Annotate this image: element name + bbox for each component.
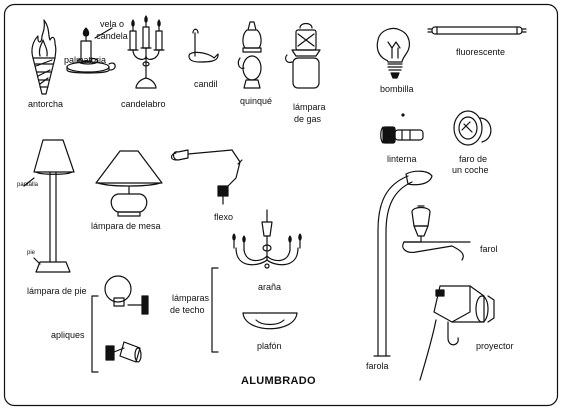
label-fluorescente: fluorescente	[456, 47, 506, 57]
lantern-farol-icon	[402, 205, 471, 261]
label-antorcha: antorcha	[28, 99, 64, 109]
label-candela: candela	[96, 31, 128, 41]
label-lampara-mesa: lámpara de mesa	[91, 221, 161, 231]
fluorescent-tube-icon	[427, 26, 527, 35]
gas-lamp-icon	[285, 22, 321, 89]
diagram-title: ALUMBRADO	[241, 375, 316, 387]
wall-lamps-icon	[104, 275, 149, 363]
projector-icon	[419, 285, 495, 381]
oil-lamp-quinque-icon	[237, 21, 262, 89]
desk-lamp-flexo-icon	[170, 149, 243, 205]
light-bulb-icon	[376, 27, 410, 79]
label-lampara-gas-1: lámpara	[293, 102, 326, 112]
candle-holder-icon	[66, 27, 116, 74]
table-lamp-icon	[95, 150, 163, 217]
ceiling-lamp-plafon-icon	[242, 312, 298, 330]
label-faro-1: faro de	[459, 154, 488, 164]
label-arana: araña	[258, 282, 282, 292]
label-lamparas-techo-1: lámparas	[172, 293, 210, 303]
label-linterna: linterna	[387, 154, 417, 164]
label-flexo: flexo	[214, 212, 234, 222]
label-lampara-pie: lámpara de pie	[27, 286, 87, 296]
label-farol: farol	[480, 244, 498, 254]
label-candelabro: candelabro	[121, 99, 166, 109]
label-quinque: quinqué	[240, 96, 273, 106]
oil-lamp-candil-icon	[188, 28, 219, 63]
label-lamparas-techo-2: de techo	[170, 305, 205, 315]
label-palmatoria: palmatoria	[64, 55, 107, 65]
chandelier-icon	[232, 209, 302, 269]
torch-icon	[31, 19, 57, 95]
outer-border	[3, 3, 559, 407]
label-lampara-gas-2: de gas	[294, 114, 322, 124]
label-plafon: plafón	[257, 341, 282, 351]
label-pie: pie	[27, 250, 36, 256]
label-proyector: proyector	[476, 341, 514, 351]
ceiling-lamps-bracket	[211, 267, 219, 353]
label-apliques: apliques	[51, 330, 85, 340]
flashlight-icon	[380, 113, 424, 144]
car-headlight-icon	[453, 110, 492, 146]
label-pantalla: pantalla	[17, 182, 39, 188]
label-farola: farola	[366, 361, 389, 371]
candelabra-icon	[127, 15, 165, 89]
floor-lamp-icon	[23, 139, 75, 273]
street-lamp-icon	[373, 170, 433, 357]
label-faro-2: un coche	[452, 165, 489, 175]
label-candil: candil	[194, 79, 218, 89]
label-vela: vela o	[99, 19, 125, 29]
wall-lamps-bracket	[91, 295, 99, 373]
label-bombilla: bombilla	[380, 84, 414, 94]
